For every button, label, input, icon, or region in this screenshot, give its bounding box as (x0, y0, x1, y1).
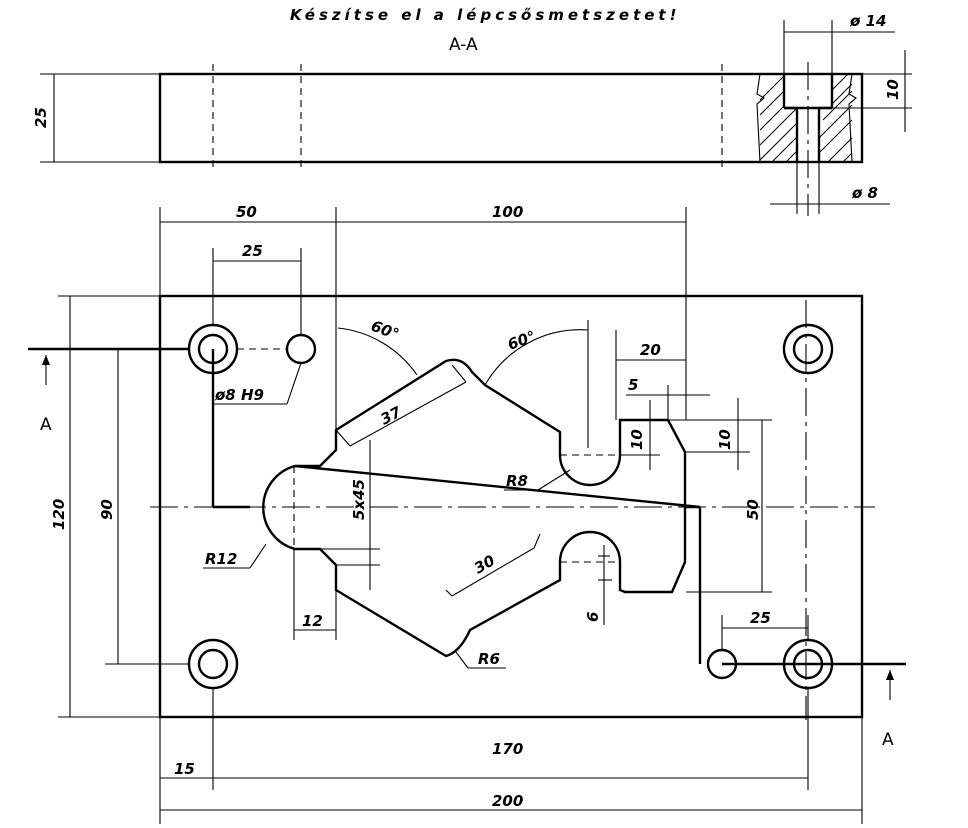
dim-dia-14: ø 14 (849, 12, 886, 30)
dim-170-hole-span: 170 (492, 740, 523, 758)
cutting-plane-line (28, 347, 906, 700)
dim-200-width: 200 (492, 792, 523, 810)
counterbored-hole-tr (782, 323, 834, 375)
dim-10-counterbore-depth: 10 (884, 79, 902, 100)
plan-view: A A 50 100 25 ø8 H9 60° 60° (28, 203, 906, 824)
dim-radius-8: R8 (506, 472, 528, 490)
dim-dia-8-h9: ø8 H9 (214, 386, 264, 404)
section-view: 25 ø 14 10 ø 8 (32, 12, 912, 216)
dim-radius-12: R12 (205, 550, 237, 568)
dim-100-top: 100 (492, 203, 523, 221)
dim-dia-8: ø 8 (851, 184, 878, 202)
dim-12-radius-offset: 12 (302, 612, 323, 630)
dim-50-vertical: 50 (744, 499, 762, 520)
dim-angle-60-left: 60° (369, 317, 402, 344)
dim-radius-6: R6 (478, 650, 500, 668)
dim-37-chamfer-length: 37 (377, 403, 404, 429)
dim-25-thickness: 25 (32, 107, 50, 128)
dim-15-edge: 15 (174, 760, 195, 778)
dim-20-slot: 20 (640, 341, 661, 359)
section-marker-left: A (40, 415, 52, 435)
dim-10-step-depth: 10 (716, 429, 734, 450)
dim-chamfer-5x45: 5x45 (350, 479, 368, 520)
dim-25-bottom-holes: 25 (750, 609, 771, 627)
section-hatching (759, 73, 853, 163)
counterbored-hole-bl (187, 638, 239, 690)
section-marker-right: A (882, 730, 894, 750)
dim-120-height: 120 (50, 499, 68, 530)
pin-hole-top (285, 333, 317, 365)
dim-25-hole-spacing: 25 (242, 242, 263, 260)
dim-30-slope-length: 30 (471, 551, 498, 577)
drawing-instruction: Készítse el a lépcsősmetszetet! (290, 6, 680, 24)
section-label: A-A (449, 35, 478, 55)
dim-5-step: 5 (628, 376, 638, 394)
dim-6-slot-offset: 6 (584, 612, 602, 622)
dim-angle-60-right: 60° (505, 327, 538, 354)
dim-50-top: 50 (236, 203, 257, 221)
dim-10-slot-depth: 10 (628, 429, 646, 450)
pocket-outline (262, 358, 701, 658)
dim-90-hole-spacing: 90 (98, 499, 116, 520)
